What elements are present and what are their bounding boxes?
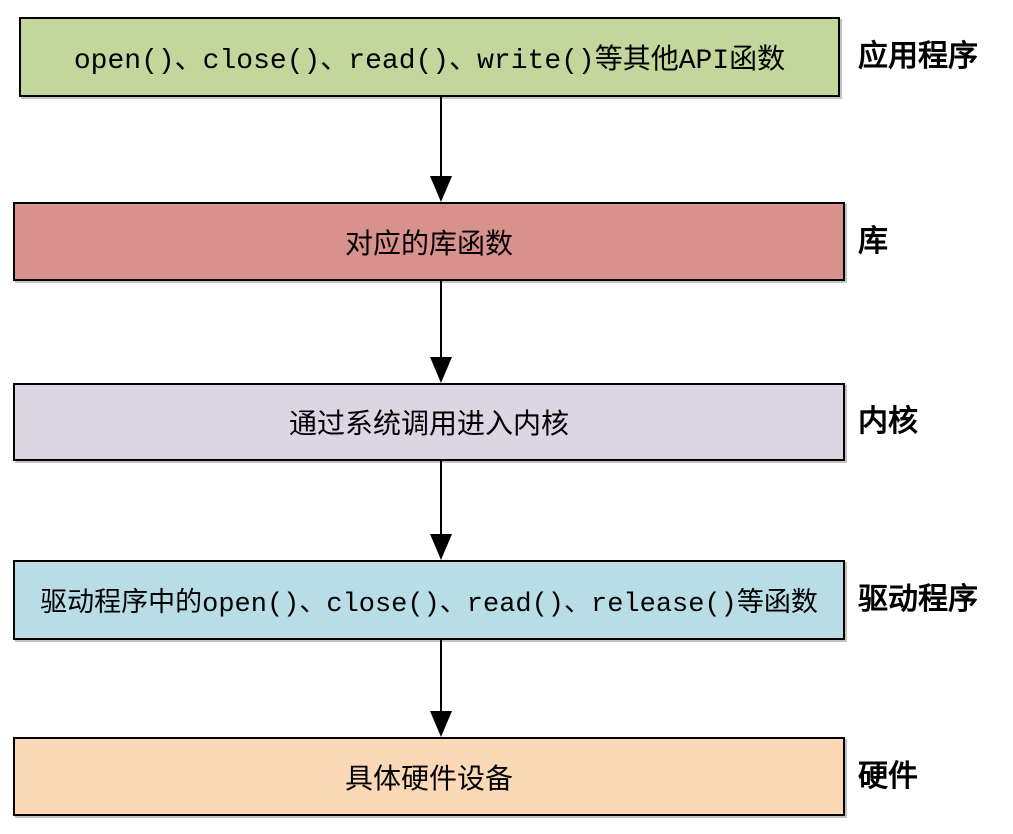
down-arrow-lib-to-kernel [430, 281, 452, 383]
arrow-head-icon [430, 176, 452, 202]
down-arrow-driver-to-hardware [430, 640, 452, 737]
arrow-head-icon [430, 711, 452, 737]
arrow-stem [440, 640, 442, 713]
down-arrow-app-to-lib [430, 97, 452, 202]
box-driver-layer: 驱动程序中的open()、close()、read()、release()等函数 [13, 560, 845, 640]
side-label-hardware: 硬件 [858, 760, 918, 793]
box-library-layer: 对应的库函数 [13, 202, 845, 281]
arrow-stem [440, 97, 442, 178]
box-kernel-layer: 通过系统调用进入内核 [13, 383, 845, 461]
box-hardware-layer: 具体硬件设备 [13, 737, 845, 816]
side-label-driver: 驱动程序 [858, 583, 978, 616]
arrow-head-icon [430, 534, 452, 560]
side-label-kernel: 内核 [858, 405, 918, 438]
arrow-head-icon [430, 357, 452, 383]
box-application-layer: open()、close()、read()、write()等其他API函数 [19, 17, 840, 97]
arrow-stem [440, 461, 442, 536]
down-arrow-kernel-to-driver [430, 461, 452, 560]
side-label-library: 库 [858, 225, 888, 258]
box-driver-text: 驱动程序中的open()、close()、read()、release()等函数 [40, 590, 818, 620]
box-hardware-text: 具体硬件设备 [344, 765, 513, 797]
arrow-stem [440, 281, 442, 359]
box-kernel-text: 通过系统调用进入内核 [288, 411, 569, 442]
box-library-text: 对应的库函数 [344, 230, 513, 262]
side-label-application: 应用程序 [858, 40, 978, 73]
box-application-text: open()、close()、read()、write()等其他API函数 [73, 46, 786, 77]
